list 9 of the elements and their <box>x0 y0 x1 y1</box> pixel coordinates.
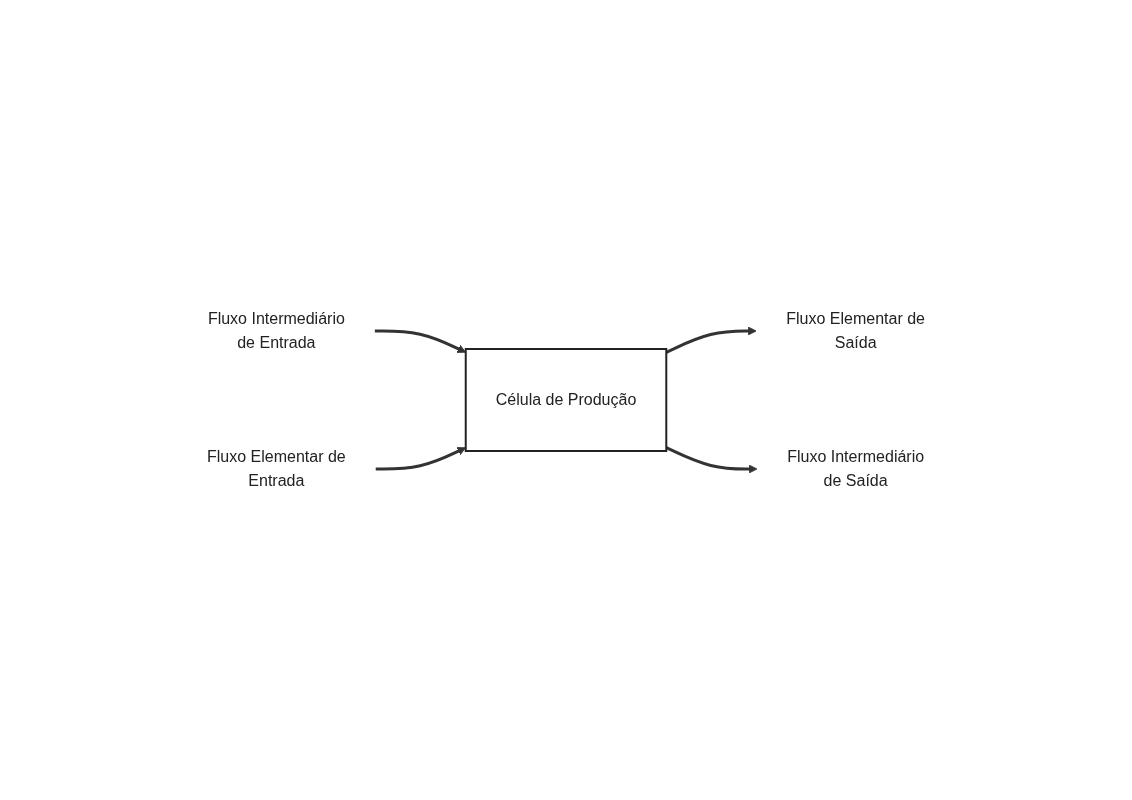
node-text: Fluxo Intermediário de Saída <box>787 448 925 489</box>
node-text: Fluxo Elementar de Entrada <box>206 448 346 489</box>
node-box: Célula de Produção <box>464 348 668 452</box>
arrow <box>665 446 758 474</box>
node-text: Fluxo Intermediário de Entrada <box>207 310 345 351</box>
arrow <box>665 326 757 354</box>
arrow <box>374 329 467 353</box>
arrow <box>375 447 467 471</box>
node-text: Fluxo Elementar de Saída <box>786 310 925 351</box>
